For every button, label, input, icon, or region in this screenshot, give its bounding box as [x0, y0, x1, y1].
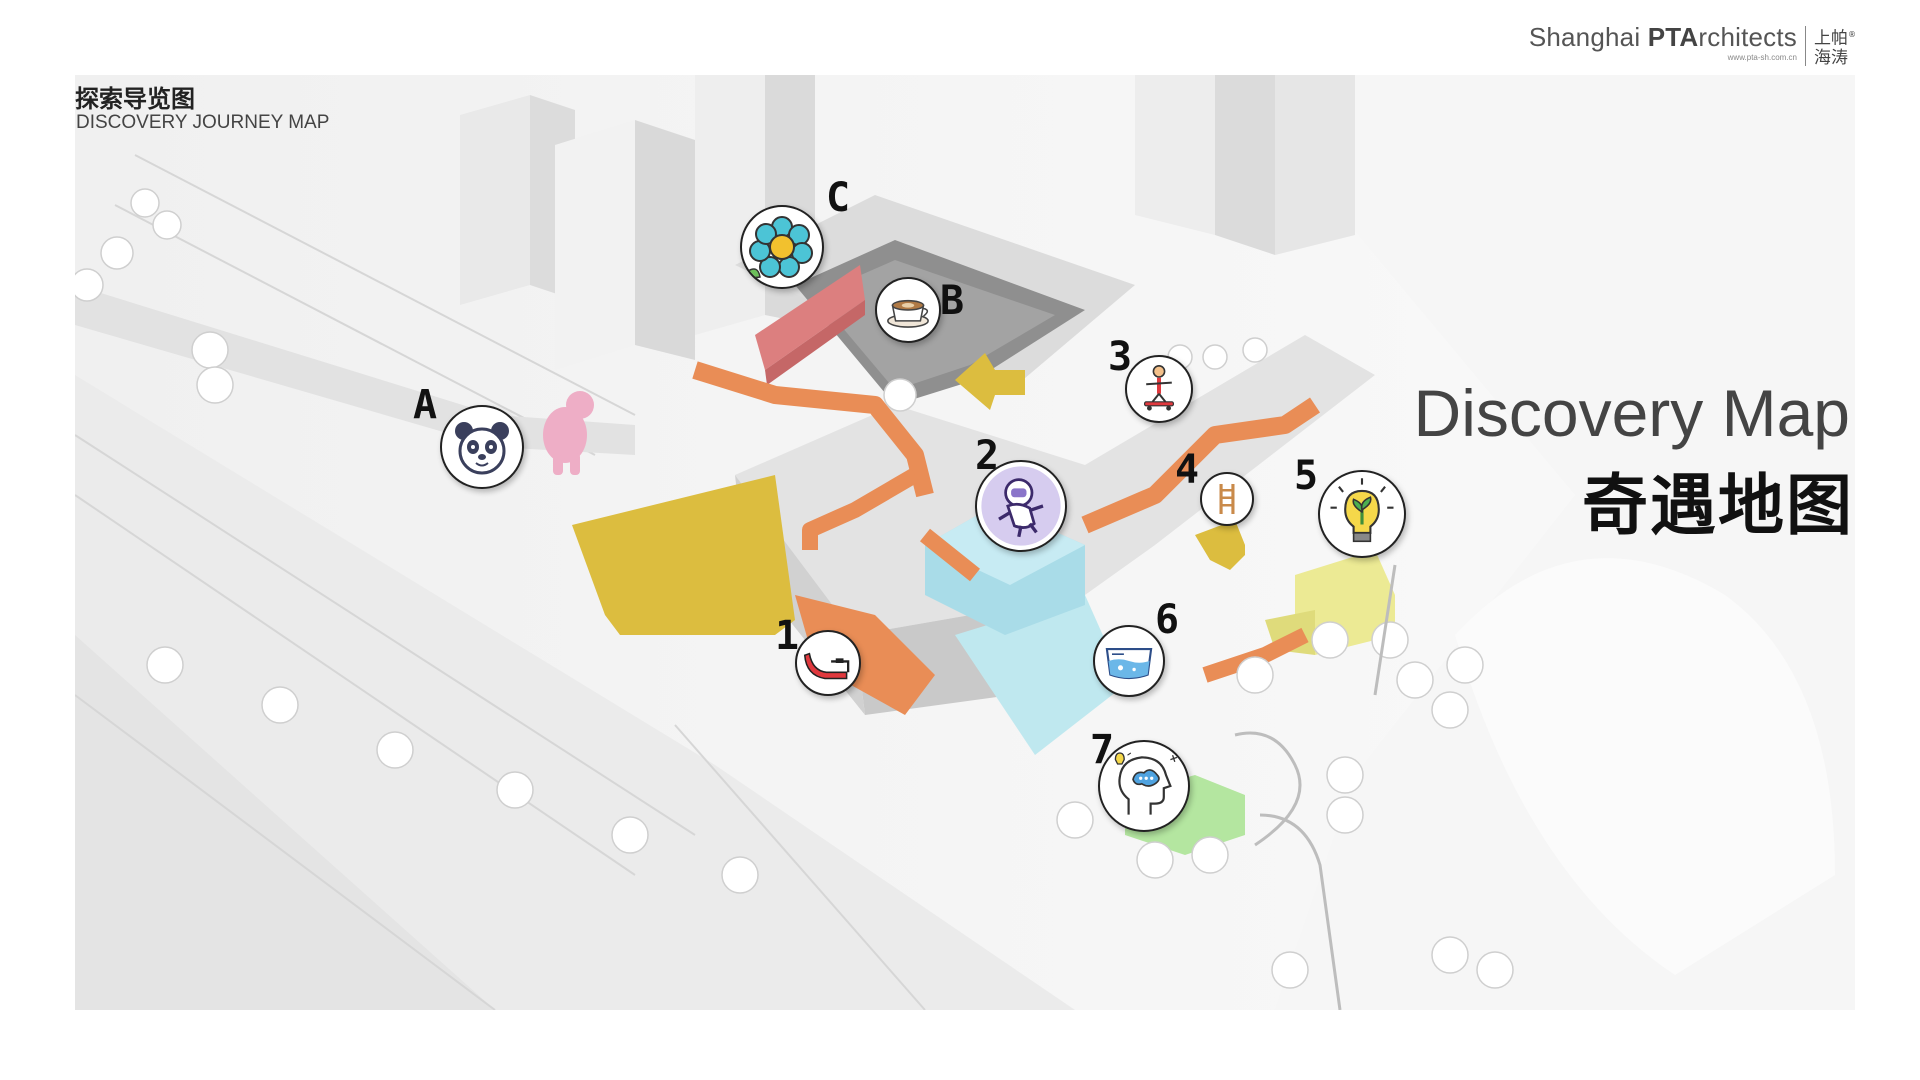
marker-label-5: 5 — [1294, 453, 1319, 499]
head-thinking-icon[interactable] — [1098, 740, 1190, 832]
retaining-walls — [1234, 564, 1397, 1010]
hill-highlight — [1455, 558, 1835, 975]
trees — [75, 188, 1514, 989]
marker-label-b: B — [940, 278, 965, 324]
direction-arrows — [572, 353, 1245, 635]
flower-icon[interactable] — [740, 205, 824, 289]
road-lines — [75, 154, 926, 1010]
skateboard-icon[interactable] — [1125, 355, 1193, 423]
terrain-slope — [75, 635, 495, 1010]
page-title-en: DISCOVERY JOURNEY MAP — [76, 112, 330, 133]
marker-label-a: A — [413, 382, 438, 428]
slide-icon[interactable] — [795, 630, 861, 696]
water-pool-icon[interactable] — [1093, 625, 1165, 697]
tower-buildings — [460, 75, 1355, 370]
discovery-map-title-cn: 奇遇地图 — [1582, 467, 1854, 544]
terrain-lower — [75, 375, 1075, 1010]
marker-label-6: 6 — [1155, 597, 1180, 643]
orange-route — [692, 361, 1320, 715]
ladder-icon[interactable] — [1200, 472, 1254, 526]
brand-divider — [1805, 26, 1806, 66]
marker-label-1: 1 — [775, 613, 800, 659]
marker-label-c: C — [826, 175, 851, 221]
brand-name: Shanghai PTArchitects — [1528, 22, 1797, 52]
plant-bulb-icon[interactable] — [1318, 470, 1406, 558]
discovery-map-title-en: Discovery Map — [1413, 376, 1850, 450]
astronaut-icon[interactable] — [975, 460, 1067, 552]
page-title-cn: 探索导览图 — [75, 85, 195, 113]
brand-url: www.pta-sh.com.cn — [1727, 53, 1797, 62]
marker-label-4: 4 — [1175, 447, 1200, 493]
coffee-cup-icon[interactable] — [875, 277, 941, 343]
pool-area — [955, 595, 1125, 755]
cafe-block — [755, 265, 865, 370]
marker-label-3: 3 — [1108, 334, 1133, 380]
pink-bear-sculpture — [543, 391, 594, 475]
brand-chinese-name: 上帕® 海涛 — [1814, 28, 1856, 68]
panda-icon[interactable] — [440, 405, 524, 489]
brand-logo: Shanghai PTArchitects www.pta-sh.com.cn … — [1529, 22, 1856, 68]
